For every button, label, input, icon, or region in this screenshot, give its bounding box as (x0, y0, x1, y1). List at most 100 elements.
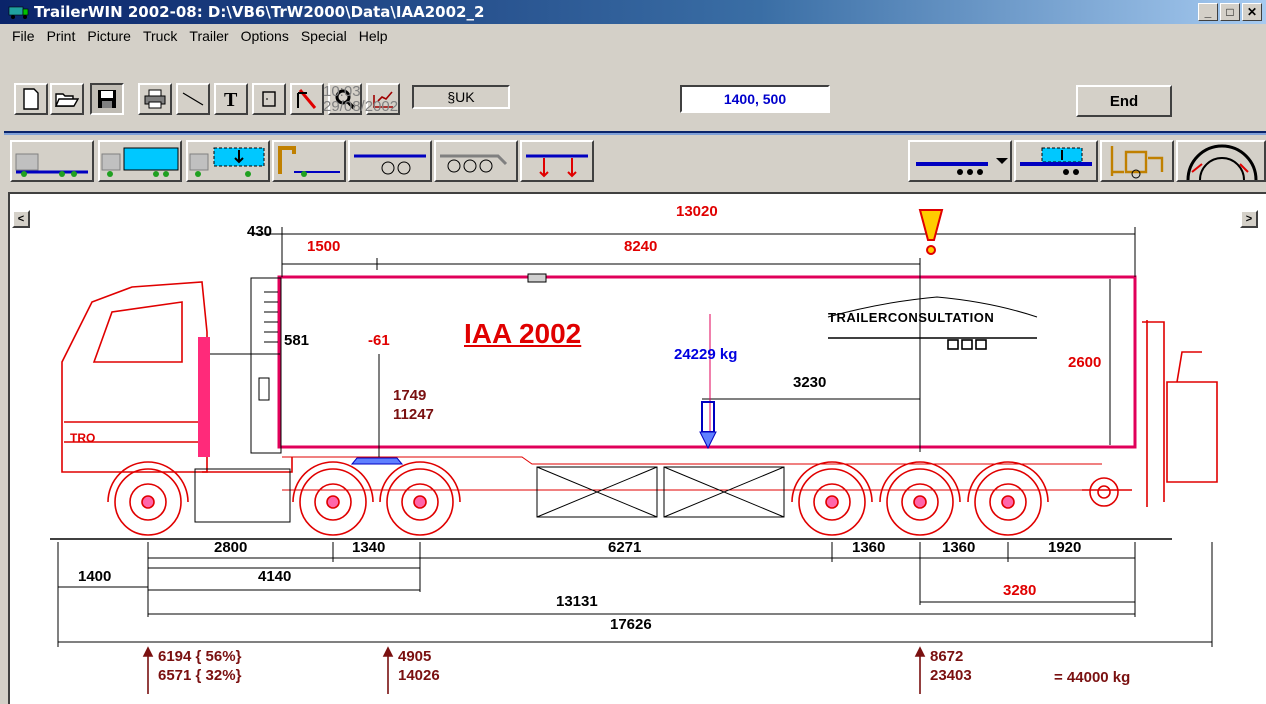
load-front-1: 6194 { 56%} (158, 648, 242, 665)
dim-1360-b: 1360 (942, 539, 976, 556)
flatbed-icon (916, 158, 1008, 175)
text-icon: T (224, 89, 238, 109)
chassis-icon (354, 154, 426, 175)
truck-load-icon (189, 147, 265, 177)
open-file-button[interactable] (50, 83, 84, 115)
toolbar-separator (4, 131, 1266, 135)
dim-2800: 2800 (214, 539, 248, 556)
vehicle-toolbar (0, 140, 1266, 184)
arrow-left-icon: < (17, 213, 25, 225)
line-icon (182, 92, 204, 106)
dim-430: 430 (247, 223, 273, 240)
magnifier-icon (335, 89, 356, 110)
dim-3230: 3230 (793, 374, 827, 391)
vehicle-drawing: TRO (50, 209, 1218, 694)
menu-options[interactable]: Options (240, 28, 289, 44)
clock-date: 29/08/2002 (323, 98, 399, 115)
arrow-right-icon: > (1245, 213, 1253, 225)
coords-field: 1400, 500 (680, 85, 830, 113)
dim-1500: 1500 (307, 238, 341, 255)
load-drive-2: 14026 (398, 667, 440, 684)
dim-13131: 13131 (556, 593, 598, 610)
line-tool-button[interactable] (176, 83, 210, 115)
menu-picture[interactable]: Picture (87, 28, 131, 44)
trailer-load-icon (1020, 147, 1092, 175)
vehicle-btn-4[interactable] (272, 140, 346, 182)
cab-side-panel (198, 337, 210, 457)
dim-1920: 1920 (1048, 539, 1082, 556)
dim-3280: 3280 (1003, 582, 1037, 599)
menu-truck[interactable]: Truck (142, 28, 178, 44)
top-dimension-lines (210, 227, 1136, 457)
truck-badge: TRO (70, 431, 95, 445)
truck-box-icon (101, 147, 179, 177)
scroll-right-button[interactable]: > (1240, 210, 1258, 228)
bottom-dimension-lines (57, 542, 1213, 647)
svg-text:T: T (224, 89, 238, 109)
chart-button[interactable] (366, 83, 400, 115)
dim-1400: 1400 (78, 568, 112, 585)
eraser-tool-button[interactable] (290, 83, 324, 115)
brand-logo: TRAILERCONSULTATION (828, 310, 995, 325)
main-toolbar: T §UK 10:03 29/08/2002 1400, 500 (0, 83, 1266, 117)
folder-open-icon (55, 93, 79, 107)
dim-1360-a: 1360 (852, 539, 886, 556)
frame-tool-button[interactable] (252, 83, 286, 115)
print-button[interactable] (138, 83, 172, 115)
new-file-button[interactable] (14, 83, 48, 115)
scroll-left-button[interactable]: < (12, 210, 30, 228)
dim-8240: 8240 (624, 238, 658, 255)
vehicle-btn-2[interactable] (98, 140, 182, 182)
end-button[interactable]: End (1076, 85, 1172, 117)
menu-special[interactable]: Special (300, 28, 347, 44)
tyre-icon (1186, 144, 1258, 181)
load-drive-1: 4905 (398, 648, 432, 665)
save-button[interactable] (90, 83, 124, 115)
dim-13020: 13020 (676, 203, 718, 220)
eraser-icon (297, 89, 317, 109)
dim-minus-61: -61 (368, 332, 390, 349)
window-title: TrailerWIN 2002-08: D:\VB6\TrW2000\Data\… (34, 3, 485, 21)
dim-17626: 17626 (610, 616, 652, 633)
storage-box-1 (536, 466, 658, 518)
storage-box-2 (663, 466, 785, 518)
vehicle-btn-6[interactable] (434, 140, 518, 182)
drawing-canvas[interactable]: TRO (8, 192, 1266, 704)
clock-time: 10:03 (323, 83, 361, 100)
frame-icon (262, 91, 276, 107)
printer-icon (144, 89, 166, 109)
text-tool-button[interactable]: T (214, 83, 248, 115)
warning-icon (918, 209, 944, 255)
menu-help[interactable]: Help (358, 28, 388, 44)
forklift (1082, 320, 1218, 507)
forklift-button[interactable] (1100, 140, 1174, 182)
close-button[interactable]: ✕ (1242, 3, 1262, 21)
tyre-button[interactable] (1176, 140, 1266, 182)
dim-4140: 4140 (258, 568, 292, 585)
load-trailer-2: 23403 (930, 667, 972, 684)
vehicle-btn-1[interactable] (10, 140, 94, 182)
app-icon (8, 6, 29, 19)
menu-trailer[interactable]: Trailer (189, 28, 229, 44)
dim-1749: 1749 (393, 387, 427, 404)
total-weight: = 44000 kg (1054, 669, 1131, 686)
load-front-2: 6571 { 32%} (158, 667, 242, 684)
maximize-button[interactable]: □ (1220, 3, 1240, 21)
unit-field: §UK (412, 85, 510, 109)
load-weight: 24229 kg (674, 346, 738, 363)
trailer-load-button[interactable] (1014, 140, 1098, 182)
zoom-button[interactable] (328, 83, 362, 115)
menu-file[interactable]: File (12, 28, 35, 44)
dim-11247: 11247 (393, 406, 434, 423)
clock: 10:03 29/08/2002 (323, 84, 398, 114)
dim-1340: 1340 (352, 539, 386, 556)
minimize-button[interactable]: _ (1198, 3, 1218, 21)
vehicle-btn-5[interactable] (348, 140, 432, 182)
trailer-select-dropdown[interactable] (908, 140, 1012, 182)
menu-print[interactable]: Print (46, 28, 76, 44)
chart-icon (373, 91, 393, 108)
truck-cab (61, 281, 293, 473)
vehicle-btn-3[interactable] (186, 140, 270, 182)
vehicle-btn-7[interactable] (520, 140, 594, 182)
floppy-icon (98, 90, 116, 108)
